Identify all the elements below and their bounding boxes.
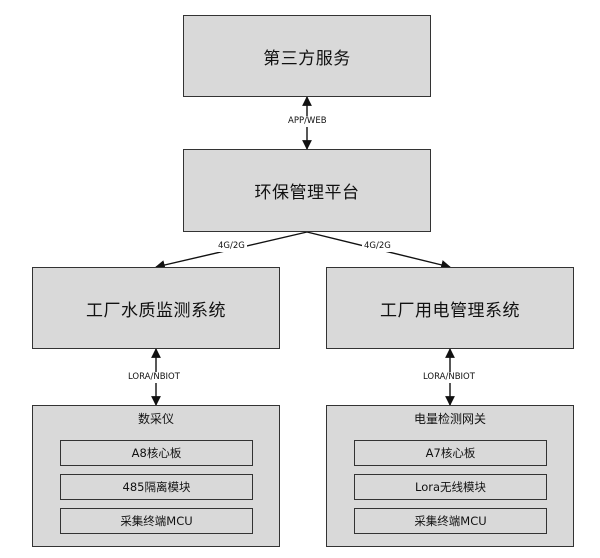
- left-item-label: 485隔离模块: [122, 480, 191, 494]
- left-item-label: 采集终端MCU: [120, 514, 193, 528]
- left-item-485-isolation-module: 485隔离模块: [60, 474, 253, 500]
- right-item-lora-module: Lora无线模块: [354, 474, 547, 500]
- right-item-label: A7核心板: [425, 446, 476, 460]
- water-quality-system-label: 工厂水质监测系统: [86, 300, 226, 321]
- power-gateway-title: 电量检测网关: [413, 412, 486, 426]
- power-management-system-label: 工厂用电管理系统: [380, 300, 520, 321]
- right-item-label: Lora无线模块: [414, 480, 486, 494]
- power-management-system-node: 工厂用电管理系统: [326, 267, 574, 349]
- third-party-service-label: 第三方服务: [263, 48, 351, 69]
- net-right-label: 4G/2G: [362, 241, 393, 252]
- right-item-label: 采集终端MCU: [414, 514, 487, 528]
- left-item-collection-mcu: 采集终端MCU: [60, 508, 253, 534]
- app-web-label: APP/WEB: [286, 116, 329, 127]
- lora-left-label: LORA/NBIOT: [126, 372, 182, 383]
- right-item-a7-core-board: A7核心板: [354, 440, 547, 466]
- data-collector-title: 数采仪: [137, 412, 174, 426]
- right-item-collection-mcu: 采集终端MCU: [354, 508, 547, 534]
- environmental-platform-label: 环保管理平台: [254, 183, 360, 203]
- net-left-label: 4G/2G: [216, 241, 247, 252]
- water-quality-system-node: 工厂水质监测系统: [32, 267, 280, 349]
- left-item-label: A8核心板: [131, 446, 182, 460]
- left-item-a8-core-board: A8核心板: [60, 440, 253, 466]
- environmental-platform-node: 环保管理平台: [183, 149, 431, 232]
- lora-right-label: LORA/NBIOT: [421, 372, 477, 383]
- third-party-service-node: 第三方服务: [183, 15, 431, 97]
